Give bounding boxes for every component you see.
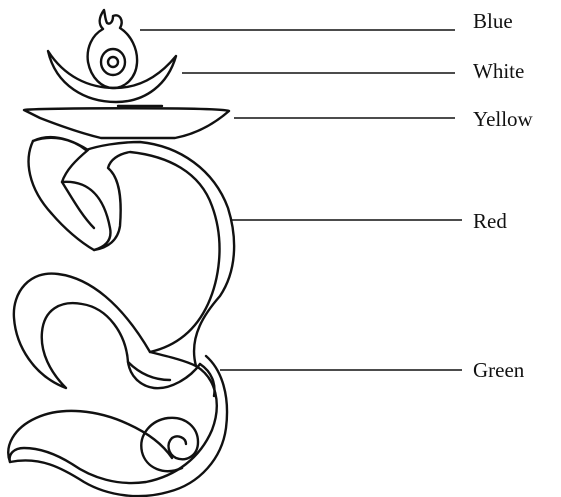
label-white: White <box>473 59 524 83</box>
crescent-moon-shape <box>48 51 176 102</box>
label-red: Red <box>473 209 507 233</box>
label-green: Green <box>473 358 525 382</box>
main-body-shape <box>29 137 235 366</box>
flame-drop-shape <box>88 10 137 88</box>
bowl-disk-shape <box>24 106 229 138</box>
label-blue: Blue <box>473 9 513 33</box>
label-yellow: Yellow <box>473 107 534 131</box>
lower-swirl-shape <box>8 274 227 497</box>
